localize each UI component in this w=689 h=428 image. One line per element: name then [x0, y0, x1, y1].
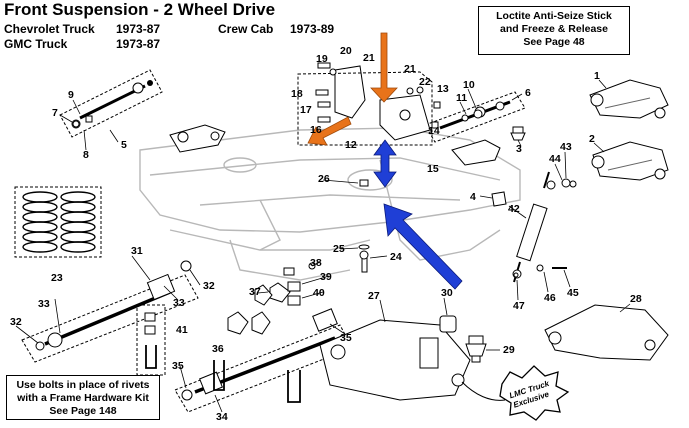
u-bolt-lower — [287, 370, 301, 403]
callout-4: 4 — [470, 191, 476, 203]
lower-shaft-31 — [21, 260, 199, 363]
callout-23: 23 — [51, 272, 63, 284]
callout-29: 29 — [503, 344, 515, 356]
lower-control-arm-28 — [544, 304, 669, 361]
callout-30: 30 — [441, 287, 453, 299]
blue-arrow-vertical — [373, 139, 397, 188]
callout-33b: 33 — [173, 297, 185, 309]
orange-arrow-left — [307, 116, 352, 146]
loctite-note-line2: and Freeze & Release — [500, 23, 608, 35]
callout-16: 16 — [310, 124, 322, 136]
cross-shaft-5 — [59, 69, 163, 138]
callout-10: 10 — [463, 79, 475, 91]
callout-7: 7 — [52, 107, 58, 119]
callout-9: 9 — [68, 89, 74, 101]
callout-46: 46 — [544, 292, 556, 304]
orange-arrow-down — [370, 32, 398, 103]
u-bolts-41 — [136, 304, 166, 376]
callout-1: 1 — [594, 70, 600, 82]
upper-control-arm-1 — [589, 79, 669, 119]
u-bolt-36 — [213, 360, 225, 391]
callout-19: 19 — [316, 53, 328, 65]
callout-35b: 35 — [172, 360, 184, 372]
page-title: Front Suspension - 2 Wheel Drive — [4, 0, 276, 19]
shock-hardware — [513, 178, 577, 278]
blue-arrow-diagonal — [383, 203, 463, 290]
ball-joint-29 — [465, 335, 487, 363]
coil-springs-23 — [14, 186, 102, 258]
callout-24: 24 — [390, 251, 402, 263]
callout-12: 12 — [345, 139, 357, 151]
callout-47: 47 — [513, 300, 525, 312]
crew-cab-years: 1973-89 — [290, 22, 335, 36]
callout-5: 5 — [121, 139, 127, 151]
callout-18: 18 — [291, 88, 303, 100]
bushing-4 — [491, 191, 507, 207]
callout-14: 14 — [428, 125, 440, 137]
gmc-years: 1973-87 — [116, 37, 161, 51]
hardware-10-14 — [431, 101, 483, 129]
callout-27: 27 — [368, 290, 380, 302]
frame-hardware-note: Use bolts in place of rivets with a Fram… — [6, 375, 160, 420]
loctite-note-line3: See Page 48 — [523, 36, 585, 48]
callout-36: 36 — [212, 343, 224, 355]
chevrolet-label: Chevrolet Truck — [4, 22, 95, 36]
frame-note-line2: with a Frame Hardware Kit — [17, 392, 149, 404]
loctite-note: Loctite Anti-Seize Stick and Freeze & Re… — [478, 6, 630, 55]
callout-28: 28 — [630, 293, 642, 305]
bumper-15 — [451, 139, 501, 166]
callout-21b: 21 — [404, 63, 416, 75]
callout-37: 37 — [249, 286, 261, 298]
gmc-label: GMC Truck — [4, 37, 68, 51]
callout-35a: 35 — [340, 332, 352, 344]
callout-3: 3 — [516, 143, 522, 155]
frame-note-line1: Use bolts in place of rivets — [16, 379, 150, 391]
callout-17: 17 — [300, 104, 312, 116]
ball-joint-3 — [510, 126, 526, 141]
hardware-17-22 — [315, 62, 424, 123]
callout-45: 45 — [567, 287, 579, 299]
callout-26: 26 — [318, 173, 330, 185]
loctite-note-line1: Loctite Anti-Seize Stick — [496, 10, 612, 22]
bump-stop-30 — [439, 315, 457, 333]
callout-8: 8 — [83, 149, 89, 161]
leader-lines — [15, 79, 631, 413]
callout-32b: 32 — [10, 316, 22, 328]
bushings-37 — [227, 282, 291, 335]
callout-33a: 33 — [38, 298, 50, 310]
callout-38: 38 — [310, 257, 322, 269]
hardware-24-26 — [358, 179, 370, 273]
lower-control-arm-27 — [319, 319, 471, 401]
callout-44: 44 — [549, 153, 561, 165]
hardware-7-9 — [72, 115, 93, 128]
crew-cab-label: Crew Cab — [218, 22, 274, 36]
callout-43: 43 — [560, 141, 572, 153]
chevrolet-years: 1973-87 — [116, 22, 161, 36]
callout-25: 25 — [333, 243, 345, 255]
callout-2: 2 — [589, 133, 595, 145]
callout-20: 20 — [340, 45, 352, 57]
hardware-38-40 — [283, 262, 316, 306]
callout-21a: 21 — [363, 52, 375, 64]
frame-note-line3: See Page 148 — [49, 405, 117, 417]
callout-11: 11 — [456, 92, 467, 104]
callout-34: 34 — [216, 411, 228, 423]
lmc-exclusive-badge: LMC Truck Exclusive — [461, 365, 570, 421]
callout-6: 6 — [525, 87, 531, 99]
callout-31: 31 — [131, 245, 143, 257]
upper-control-arm-2 — [591, 141, 669, 181]
shock-absorber-42 — [512, 171, 556, 283]
callout-22: 22 — [419, 76, 431, 88]
upper-bracket-12 — [297, 65, 433, 146]
upper-arm-left — [169, 124, 226, 153]
callout-32a: 32 — [203, 280, 215, 292]
callout-41: 41 — [176, 324, 188, 336]
callout-15: 15 — [427, 163, 439, 175]
callout-13: 13 — [437, 83, 449, 95]
lower-shaft-34 — [174, 308, 353, 413]
